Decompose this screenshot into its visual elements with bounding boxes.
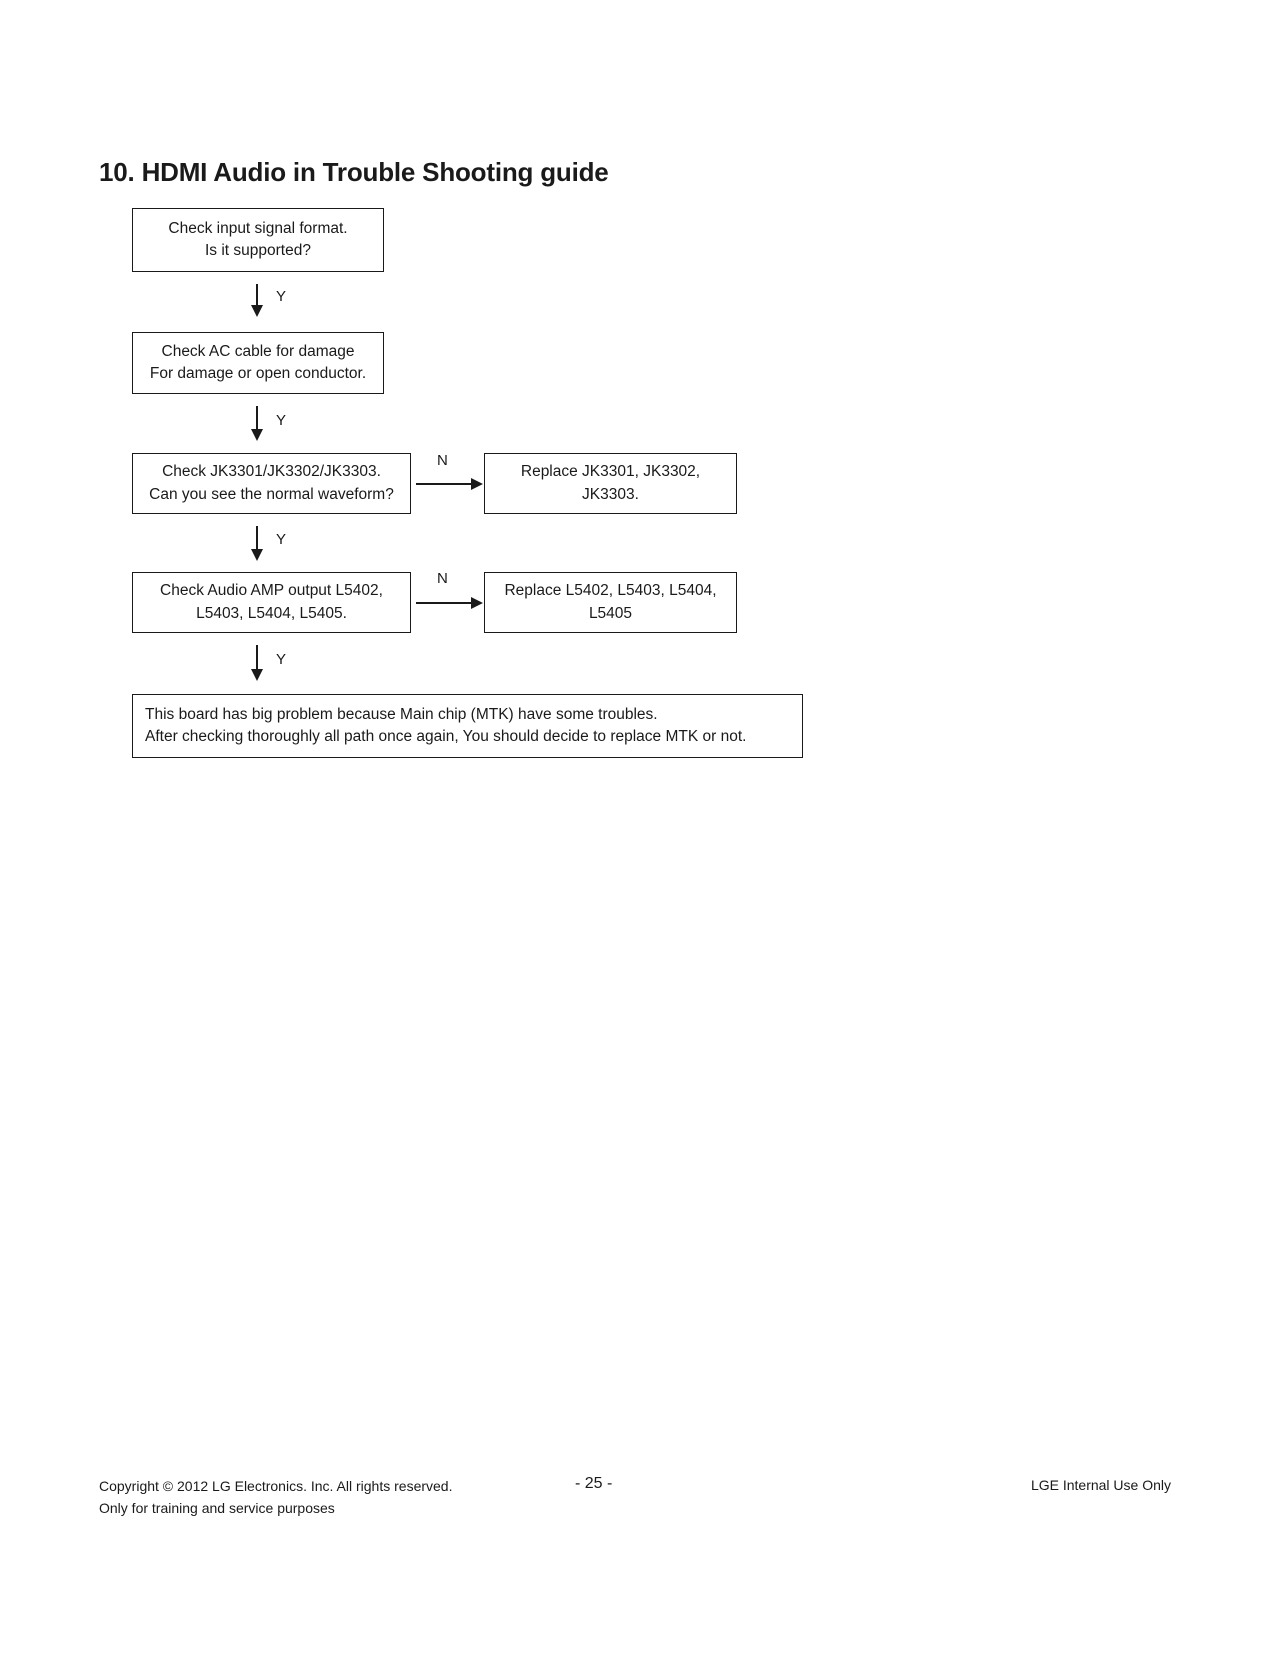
flow-edge-label-yes-2: Y — [276, 412, 287, 429]
flow-node-replace-jk: Replace JK3301, JK3302, JK3303. — [484, 453, 737, 514]
page-footer: Copyright © 2012 LG Electronics. Inc. Al… — [0, 1468, 1270, 1548]
page-title: 10. HDMI Audio in Trouble Shooting guide — [99, 157, 609, 187]
flow-arrow-down-1 — [256, 284, 258, 306]
flow-node-line: L5403, L5404, L5405. — [196, 604, 347, 622]
flow-node-line: Check AC cable for damage — [161, 342, 355, 360]
flow-node-replace-l: Replace L5402, L5403, L5404, L5405 — [484, 572, 737, 633]
flow-node-line: JK3303. — [582, 485, 639, 503]
flow-node-check-audio-amp: Check Audio AMP output L5402, L5403, L54… — [132, 572, 411, 633]
flow-edge-label-yes-4: Y — [276, 651, 287, 668]
flow-arrow-down-3 — [256, 526, 258, 550]
flow-node-line: This board has big problem because Main … — [145, 705, 658, 723]
flow-node-line: Check Audio AMP output L5402, — [160, 582, 383, 600]
flow-node-line: For damage or open conductor. — [149, 365, 367, 382]
flow-edge-label-no-2: N — [437, 570, 448, 587]
flow-arrow-down-2 — [256, 406, 258, 430]
flow-node-line: L5405 — [588, 604, 633, 622]
flow-node-check-ac-cable: Check AC cable for damage For damage or … — [132, 332, 384, 394]
flow-arrow-down-4 — [256, 645, 258, 670]
flow-edge-label-yes-1: Y — [276, 288, 287, 305]
footer-copyright-line-1: Copyright © 2012 LG Electronics. Inc. Al… — [99, 1478, 453, 1494]
footer-page-number: - 25 - — [575, 1475, 613, 1492]
flow-node-line: Replace JK3301, JK3302, — [520, 463, 701, 481]
footer-internal-use-notice: LGE Internal Use Only — [1030, 1477, 1171, 1493]
flow-node-line: After checking thoroughly all path once … — [145, 728, 747, 745]
flow-arrow-right-2 — [416, 602, 472, 604]
flow-node-line: Check JK3301/JK3302/JK3303. — [162, 463, 381, 481]
flow-arrow-right-1 — [416, 483, 472, 485]
flow-node-check-jk: Check JK3301/JK3302/JK3303. Can you see … — [132, 453, 411, 514]
flow-node-conclusion: This board has big problem because Main … — [132, 694, 803, 758]
footer-copyright-line-2: Only for training and service purposes — [99, 1500, 335, 1517]
flow-node-line: Is it supported? — [205, 242, 311, 259]
flow-edge-label-no-1: N — [437, 452, 448, 469]
flow-node-line: Replace L5402, L5403, L5404, — [504, 582, 717, 600]
flow-node-line: Can you see the normal waveform? — [149, 485, 394, 503]
flowchart: Check input signal format. Is it support… — [0, 0, 1270, 820]
flow-edge-label-yes-3: Y — [276, 531, 287, 548]
flow-node-check-input-signal: Check input signal format. Is it support… — [132, 208, 384, 272]
footer-copyright: Copyright © 2012 LG Electronics. Inc. Al… — [99, 1475, 452, 1520]
flow-node-line: Check input signal format. — [168, 219, 348, 237]
